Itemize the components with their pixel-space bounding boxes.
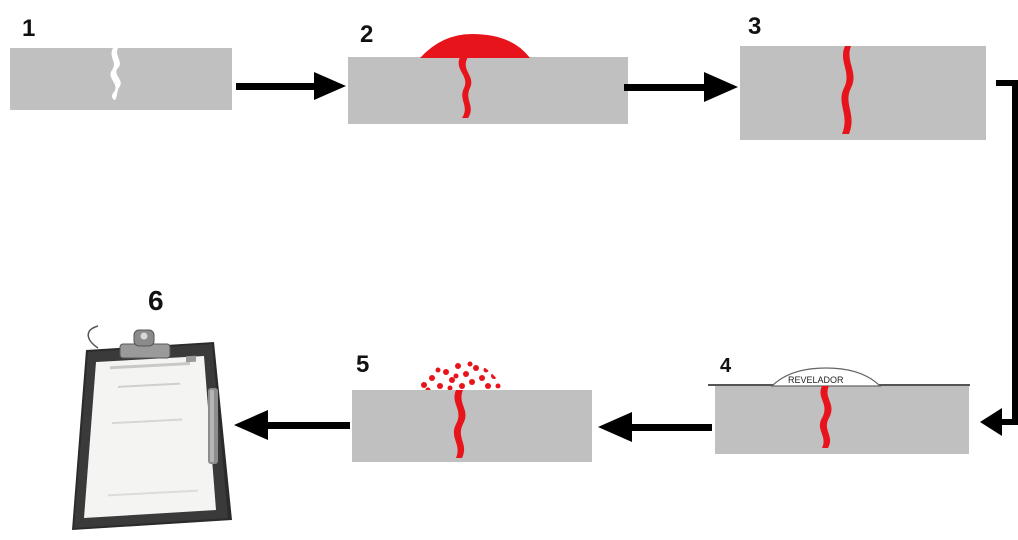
- step-2-penetrant-drop: [420, 34, 530, 58]
- arrow-4-to-5: [598, 412, 712, 442]
- step-5-number: 5: [356, 351, 369, 378]
- step-3-crack-penetrant: [841, 46, 854, 134]
- arrow-1-to-2: [236, 72, 346, 100]
- step-2-crack-penetrant: [458, 57, 472, 118]
- step-1-plate: [10, 48, 232, 110]
- step-3-plate: [740, 46, 986, 140]
- step-2-number: 2: [360, 21, 373, 48]
- step-4-developer-label: REVELADOR: [788, 375, 844, 385]
- clipboard-report-icon: [72, 325, 232, 530]
- arrow-2-to-3: [624, 72, 738, 102]
- step-2-plate: [348, 57, 628, 124]
- arrow-5-to-6: [234, 410, 350, 440]
- step-4-number: 4: [720, 355, 732, 377]
- step-1-crack: [110, 48, 121, 100]
- step-5-crack-penetrant: [453, 390, 466, 458]
- step-1-number: 1: [22, 15, 35, 42]
- step-4-crack-penetrant: [819, 386, 832, 448]
- step-5-plate: [352, 390, 592, 462]
- step-4-developer-drop: [770, 367, 882, 387]
- step-6-number: 6: [148, 285, 164, 316]
- step-5-developer-indication: [412, 360, 504, 390]
- step-4-plate: [715, 386, 969, 454]
- arrow-3-to-4: [980, 80, 1018, 436]
- step-3-number: 3: [748, 13, 761, 40]
